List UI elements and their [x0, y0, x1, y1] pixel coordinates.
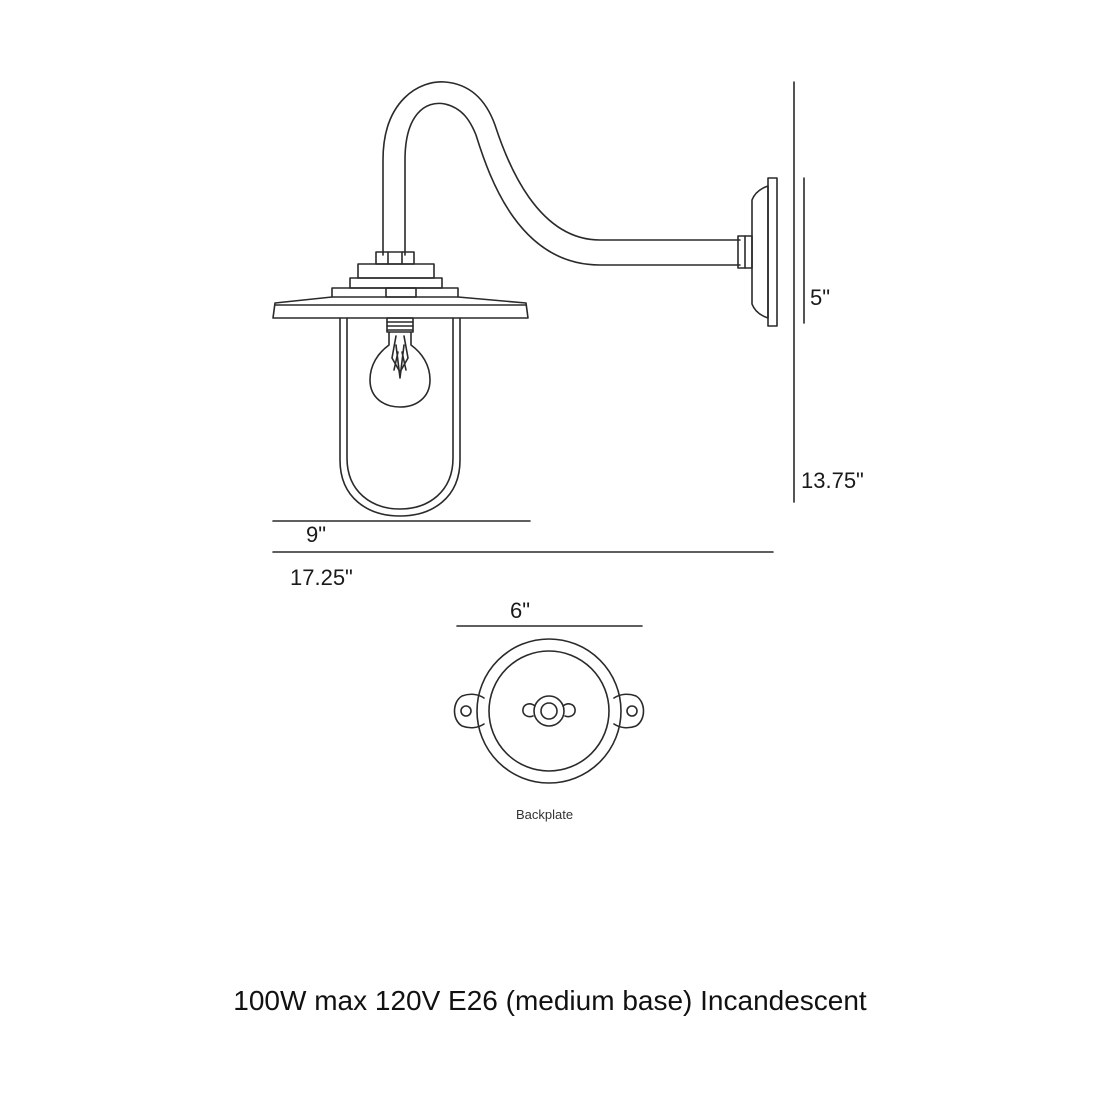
overall-height-label: 13.75": [801, 468, 864, 493]
backplate-front-view: [455, 639, 644, 783]
gooseneck-arm: [383, 82, 740, 265]
bulb: [370, 318, 430, 407]
lamp-gallery: [332, 252, 458, 297]
dimension-lines: [273, 82, 804, 626]
wall-mount-side: [738, 178, 777, 326]
overall-projection-label: 17.25": [290, 565, 353, 590]
backplate-caption: Backplate: [516, 807, 574, 822]
bulb-spec-text: 100W max 120V E26 (medium base) Incandes…: [233, 985, 867, 1016]
backplate-width-label: 6": [510, 598, 531, 623]
backplate-height-label: 5": [810, 285, 831, 310]
shade-width-label: 9": [306, 522, 327, 547]
lamp-shade: [273, 297, 528, 318]
glass-globe: [340, 318, 460, 516]
